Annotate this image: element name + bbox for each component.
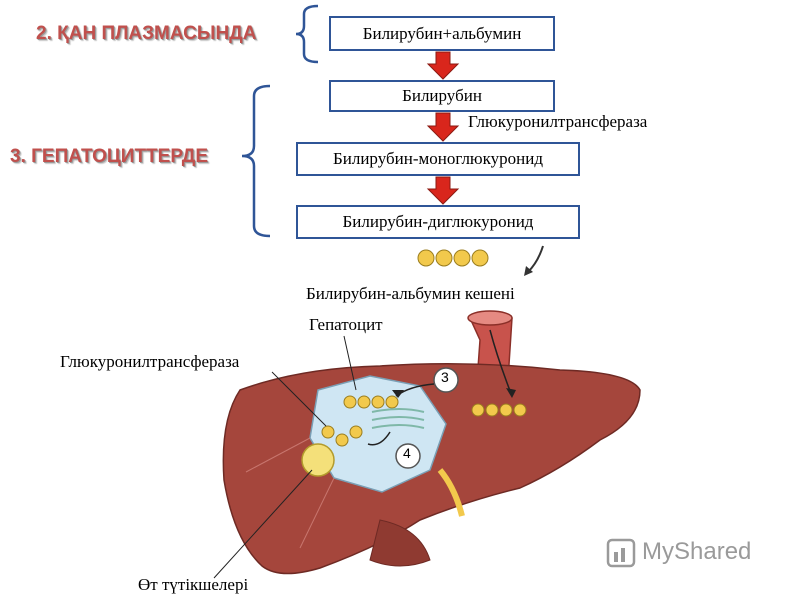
step-4-label: 4 [403, 445, 411, 461]
watermark-text: MyShared [642, 538, 752, 565]
enzyme-label-figure: Глюкуронилтрансфераза [60, 352, 240, 371]
hepatocytes-heading: 3. ГЕПАТОЦИТТЕРДЕ [10, 146, 209, 167]
complex-label: Билирубин-альбумин кешені [306, 284, 515, 303]
flow-box-bilirubin-albumin: Билирубин+альбумин [329, 16, 555, 51]
flow-box-diglucuronide: Билирубин-диглюкуронид [296, 205, 580, 239]
flow-box-monoglucuronide: Билирубин-моноглюкуронид [296, 142, 580, 176]
step-3-label: 3 [441, 369, 449, 385]
hepatocyte-label: Гепатоцит [309, 315, 383, 334]
plasma-heading: 2. ҚАН ПЛАЗМАСЫНДА [36, 23, 257, 44]
flow-box-bilirubin: Билирубин [329, 80, 555, 112]
bile-ducts-label: Өт түтікшелері [138, 575, 249, 594]
enzyme-label-top: Глюкуронилтрансфераза [468, 112, 648, 131]
